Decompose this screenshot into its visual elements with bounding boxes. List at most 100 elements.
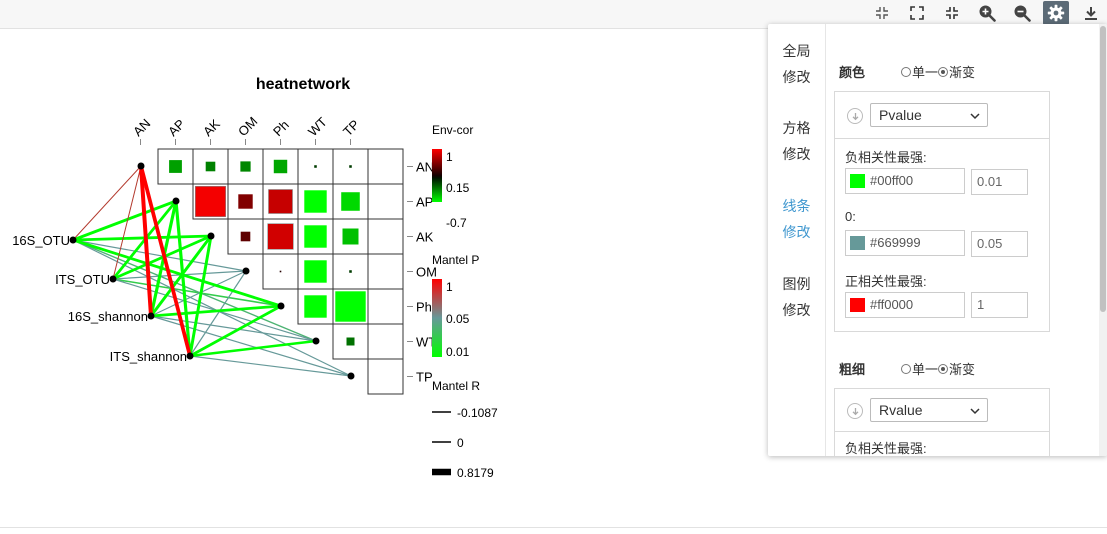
color-single-radio[interactable] <box>901 66 911 77</box>
panel-scrollbar-thumb[interactable] <box>1100 26 1106 312</box>
chart-title: heatnetwork <box>256 76 350 93</box>
legend-mantelp-tick: 0.05 <box>446 312 470 326</box>
legend-mantelr-swatch <box>432 411 451 413</box>
species-node <box>69 236 77 244</box>
neg-color-input[interactable]: #00ff00 <box>845 168 965 194</box>
width-settings-box: Rvalue 负相关性最强: <box>834 388 1050 456</box>
network-edge <box>72 239 352 377</box>
heat-square <box>205 161 216 172</box>
heat-square <box>335 291 366 322</box>
grid-cell <box>367 183 404 220</box>
width-field-select[interactable]: Rvalue <box>870 398 988 422</box>
arrow-down-circle-icon[interactable] <box>847 108 863 124</box>
legend-envcor-tick: -0.7 <box>446 216 467 230</box>
zoom-out-icon[interactable] <box>1009 1 1035 25</box>
pos-color-value: #ff0000 <box>870 297 914 312</box>
pos-color-swatch[interactable] <box>850 298 865 312</box>
network-edge <box>72 239 317 342</box>
heat-square <box>304 295 327 318</box>
network-edge <box>112 165 142 280</box>
restore-icon[interactable] <box>869 1 895 25</box>
species-label: 16S_OTU <box>12 233 70 248</box>
zero-color-input[interactable]: #669999 <box>845 230 965 256</box>
exit-fullscreen-icon[interactable] <box>939 1 965 25</box>
heat-square <box>240 161 251 172</box>
legend-mantelp-tick: 1 <box>446 280 453 294</box>
species-label: ITS_OTU <box>55 272 110 287</box>
nav-cell-edit[interactable]: 方格 修改 <box>782 120 811 162</box>
legend-envcor-bar <box>432 149 442 202</box>
nav-legend-edit[interactable]: 图例 修改 <box>782 276 811 318</box>
network-edge <box>72 165 142 241</box>
neg-value-input[interactable]: 0.01 <box>971 169 1028 195</box>
row-label: TP <box>416 370 433 385</box>
col-label: AN <box>130 116 153 139</box>
heat-square <box>240 231 251 242</box>
network-edge <box>150 315 317 342</box>
row-label: WT <box>416 335 436 350</box>
chart-toolbar <box>0 0 1107 29</box>
heat-square <box>349 270 352 273</box>
heat-square <box>346 337 355 346</box>
network-edge <box>188 234 213 358</box>
neg-color-value: #00ff00 <box>870 173 914 188</box>
width-gradient-radio[interactable] <box>938 363 949 374</box>
row-label: OM <box>416 265 437 280</box>
col-label: AP <box>165 116 188 139</box>
network-edge <box>71 199 178 242</box>
width-field-select-value: Rvalue <box>879 402 923 418</box>
network-edge <box>72 239 247 272</box>
heat-square <box>314 165 317 168</box>
heat-square <box>279 270 282 273</box>
color-gradient-radio[interactable] <box>938 66 949 77</box>
col-label: AK <box>200 116 223 139</box>
color-section-label: 颜色 <box>839 65 866 80</box>
col-label: Ph <box>270 117 292 139</box>
zoom-in-icon[interactable] <box>974 1 1000 25</box>
width-mode-radios: 单一 渐变 <box>901 359 975 378</box>
color-field-select[interactable]: Pvalue <box>870 103 988 127</box>
width-single-radio[interactable] <box>901 363 911 374</box>
panel-scrollbar[interactable] <box>1099 24 1107 456</box>
network-edge <box>139 164 192 358</box>
download-icon[interactable] <box>1078 1 1104 25</box>
legend-mantelr-swatch <box>432 468 451 476</box>
pos-value-input[interactable]: 1 <box>971 292 1028 318</box>
heat-square <box>304 260 327 283</box>
pos-color-label: 正相关性最强: <box>845 274 927 289</box>
color-settings-box: Pvalue 负相关性最强: #00ff00 0.01 0: #669999 0… <box>834 91 1050 332</box>
pos-color-input[interactable]: #ff0000 <box>845 292 965 318</box>
grid-cell <box>367 358 404 395</box>
species-label: ITS_shannon <box>110 349 187 364</box>
gear-icon[interactable] <box>1043 1 1069 25</box>
nav-line-edit[interactable]: 线条 修改 <box>782 198 811 240</box>
arrow-down-circle-icon[interactable] <box>847 403 863 419</box>
species-node <box>109 275 117 283</box>
width-select-row: Rvalue <box>835 389 1049 432</box>
heat-square <box>268 189 293 214</box>
zero-color-label: 0: <box>845 209 856 224</box>
legend-mantelp-title: Mantel P <box>432 253 479 267</box>
legend-envcor-title: Env-cor <box>432 123 473 137</box>
network-edge <box>188 304 283 358</box>
settings-nav: 全局 修改 方格 修改 线条 修改 图例 修改 <box>768 24 826 456</box>
network-edge <box>188 339 318 358</box>
env-node <box>242 267 250 275</box>
nav-global-edit[interactable]: 全局 修改 <box>782 43 811 85</box>
heat-square <box>341 192 360 211</box>
legend-envcor-tick: 1 <box>446 150 453 164</box>
fullscreen-icon[interactable] <box>904 1 930 25</box>
zero-color-swatch[interactable] <box>850 236 865 250</box>
env-node <box>277 302 285 310</box>
zero-value-input[interactable]: 0.05 <box>971 231 1028 257</box>
grid-cell <box>367 218 404 255</box>
network-edge <box>139 164 153 318</box>
network-edge <box>111 234 213 281</box>
color-field-select-value: Pvalue <box>879 107 922 123</box>
neg-color-swatch[interactable] <box>850 174 865 188</box>
neg-color-label: 负相关性最强: <box>845 150 927 165</box>
env-node <box>207 232 215 240</box>
chevron-down-icon <box>970 402 980 424</box>
chevron-down-icon <box>970 107 980 129</box>
